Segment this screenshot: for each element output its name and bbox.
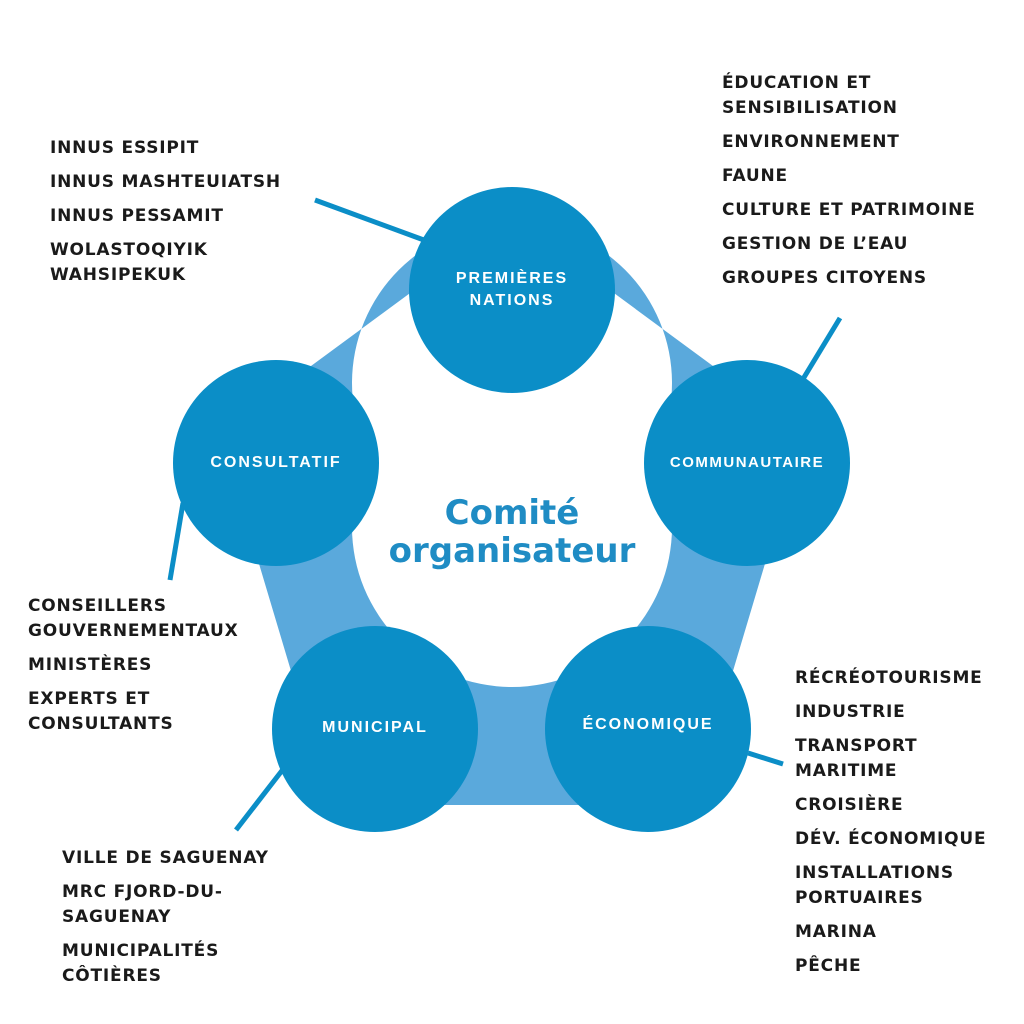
list-item: ENVIRONNEMENT: [722, 132, 900, 152]
list-item: INNUS PESSAMIT: [50, 206, 224, 226]
list-item: ÉDUCATION ET SENSIBILISATION: [722, 73, 898, 118]
node-label-premieres-nations: PREMIÈRES NATIONS: [455, 270, 569, 309]
list-premieres-nations: INNUS ESSIPIT INNUS MASHTEUIATSH INNUS P…: [50, 136, 281, 297]
list-item: MINISTÈRES: [28, 655, 153, 675]
list-item: DÉV. ÉCONOMIQUE: [795, 829, 987, 849]
circle-economique: [545, 626, 751, 832]
list-item: GROUPES CITOYENS: [722, 268, 927, 288]
list-consultatif: CONSEILLERS GOUVERNEMENTAUX MINISTÈRES E…: [28, 594, 239, 746]
list-item: TRANSPORT MARITIME: [795, 736, 918, 781]
list-item: CONSEILLERS GOUVERNEMENTAUX: [28, 596, 239, 641]
node-label-consultatif: CONSULTATIF: [210, 454, 342, 471]
list-item: WOLASTOQIYIK WAHSIPEKUK: [50, 240, 208, 285]
list-economique: RÉCRÉOTOURISME INDUSTRIE TRANSPORT MARIT…: [795, 666, 986, 988]
list-communautaire: ÉDUCATION ET SENSIBILISATION ENVIRONNEME…: [722, 71, 976, 300]
connector-communautaire: [797, 316, 843, 386]
connector-consultatif: [167, 502, 186, 581]
list-item: MRC FJORD-DU- SAGUENAY: [62, 882, 223, 927]
connector-premieres-nations: [314, 197, 433, 246]
list-item: CROISIÈRE: [795, 795, 904, 815]
list-item: MUNICIPALITÉS CÔTIÈRES: [62, 941, 220, 986]
list-item: FAUNE: [722, 166, 788, 186]
node-label-communautaire: COMMUNAUTAIRE: [669, 454, 825, 471]
center-title-line1: Comité: [444, 493, 580, 533]
connector-economique: [747, 750, 784, 767]
list-item: INSTALLATIONS PORTUAIRES: [795, 863, 954, 908]
list-item: CULTURE ET PATRIMOINE: [722, 200, 976, 220]
list-item: VILLE DE SAGUENAY: [62, 848, 269, 868]
list-item: EXPERTS ET CONSULTANTS: [28, 689, 174, 734]
list-item: INDUSTRIE: [795, 702, 906, 722]
circle-communautaire: [644, 360, 850, 566]
center-title-line2: organisateur: [388, 531, 636, 571]
list-item: MARINA: [795, 922, 877, 942]
node-label-municipal: MUNICIPAL: [322, 719, 428, 736]
list-item: INNUS MASHTEUIATSH: [50, 172, 281, 192]
circle-consultatif: [173, 360, 379, 566]
list-municipal: VILLE DE SAGUENAY MRC FJORD-DU- SAGUENAY…: [62, 846, 269, 998]
list-item: RÉCRÉOTOURISME: [795, 668, 983, 688]
circle-premieres-nations: [409, 187, 615, 393]
center-disk: [352, 367, 672, 687]
center-title: Comité organisateur: [352, 494, 672, 570]
node-label-economique: ÉCONOMIQUE: [582, 716, 714, 733]
circle-municipal: [272, 626, 478, 832]
connector-municipal: [234, 766, 286, 832]
list-item: PÊCHE: [795, 956, 862, 976]
list-item: GESTION DE L’EAU: [722, 234, 909, 254]
list-item: INNUS ESSIPIT: [50, 138, 200, 158]
